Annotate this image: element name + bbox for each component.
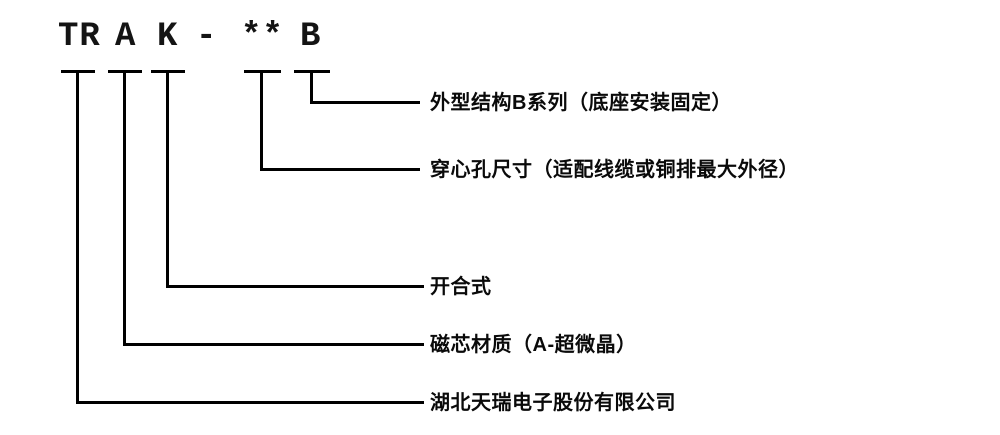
model-code-separator: - [196, 18, 218, 56]
vertical-line-split-type [166, 70, 169, 288]
model-code-segment-structure: B [300, 18, 322, 56]
model-code-segment-manufacturer: TR [58, 18, 101, 56]
callout-label-manufacturer: 湖北天瑞电子股份有限公司 [430, 392, 676, 414]
callout-label-core-material: 磁芯材质（A-超微晶） [430, 334, 637, 356]
connector-line-structure [310, 101, 420, 104]
connector-line-hole-size [260, 168, 420, 171]
vertical-line-core-material [123, 70, 126, 346]
connector-line-core-material [123, 343, 424, 346]
callout-label-split-type: 开合式 [430, 276, 492, 298]
callout-label-hole-size: 穿心孔尺寸（适配线缆或铜排最大外径） [430, 159, 799, 181]
vertical-line-manufacturer [76, 70, 79, 404]
connector-line-split-type [166, 285, 424, 288]
model-code-segment-hole-size: ** [241, 18, 284, 56]
model-code-segment-split-type: K [157, 18, 179, 56]
vertical-line-hole-size [260, 70, 263, 171]
model-code-segment-core-material: A [115, 18, 137, 56]
vertical-line-structure [310, 70, 313, 104]
callout-label-structure: 外型结构B系列（底座安装固定） [430, 92, 732, 114]
connector-line-manufacturer [76, 401, 424, 404]
